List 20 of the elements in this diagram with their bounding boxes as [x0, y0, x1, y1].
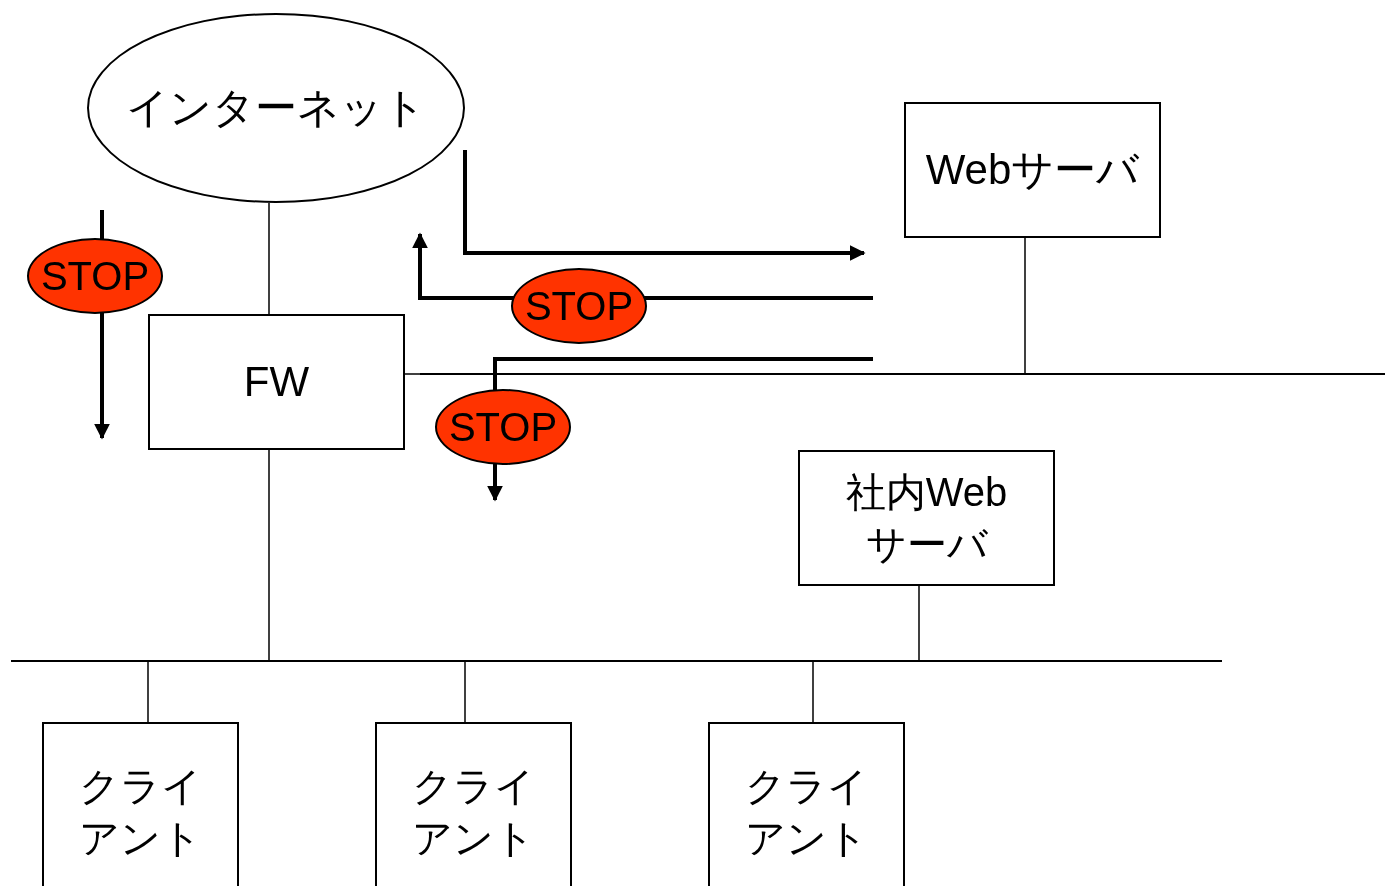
- connector-line: [1024, 237, 1026, 374]
- client-box: クライアント: [42, 722, 239, 886]
- stop-sign: STOP: [27, 238, 163, 314]
- connector-line: [147, 661, 149, 723]
- network-line: [420, 373, 1385, 375]
- network-line: [11, 660, 1222, 662]
- server-box: 社内Webサーバ: [798, 450, 1055, 586]
- stop-sign: STOP: [435, 389, 571, 465]
- stop-sign: STOP: [511, 268, 647, 344]
- connector-line: [404, 373, 421, 375]
- connector-line: [464, 661, 466, 723]
- connector-line: [918, 585, 920, 661]
- connector-line: [812, 661, 814, 723]
- client-box: クライアント: [375, 722, 572, 886]
- connector-line: [268, 449, 270, 661]
- server-box: Webサーバ: [904, 102, 1161, 238]
- client-box: クライアント: [708, 722, 905, 886]
- network-cloud-ellipse: インターネット: [87, 13, 465, 203]
- firewall-box: FW: [148, 314, 405, 450]
- connector-line: [268, 202, 270, 315]
